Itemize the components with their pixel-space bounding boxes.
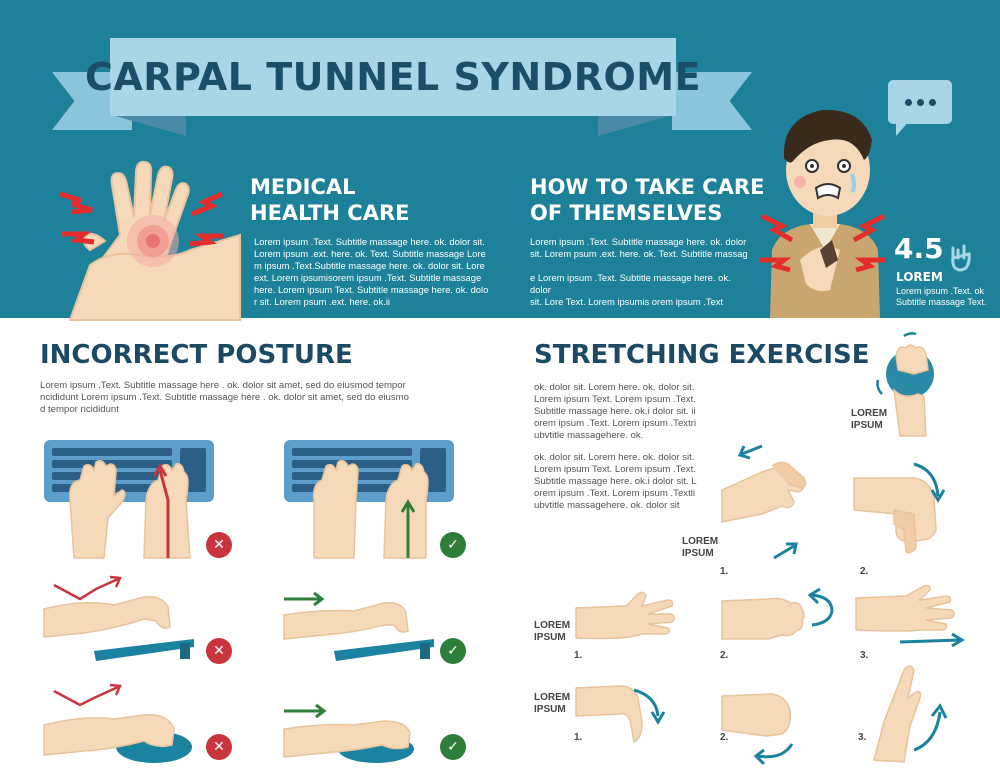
keyboard-wrong-posture	[44, 440, 214, 559]
open-hand-exercise	[575, 591, 675, 640]
pain-spark-icon	[760, 213, 886, 273]
step-number: 1.	[574, 732, 583, 743]
exercise-2-label: LOREM IPSUM	[534, 620, 571, 643]
fingers-spread-exercise	[855, 584, 965, 648]
stretching-body-2: ok. dolor sit. Lorem here. ok. dolor sit…	[534, 452, 697, 511]
mouse-correct-posture	[283, 703, 414, 763]
correct-posture-badge: ✓	[440, 734, 466, 760]
stretching-body-1: ok. dolor sit. Lorem here. ok. dolor sit…	[534, 382, 697, 441]
correct-posture-badge: ✓	[440, 532, 466, 558]
wrist-rest-correct-posture	[283, 591, 434, 661]
mouse-wrong-posture	[43, 683, 192, 763]
posture-body: Lorem ipsum .Text. Subtitle massage here…	[40, 380, 410, 415]
pain-spark-icon	[59, 191, 95, 245]
wrong-posture-badge: ✕	[206, 734, 232, 760]
step-number: 2.	[720, 650, 729, 661]
wrist-rest-wrong-posture	[43, 575, 194, 661]
wrong-posture-badge: ✕	[206, 638, 232, 664]
step-number: 3.	[860, 650, 869, 661]
step-number: 1.	[574, 650, 583, 661]
exercise-3-label: LOREM IPSUM	[534, 692, 571, 715]
step-number: 3.	[858, 732, 867, 743]
medical-heading: MEDICAL HEALTH CARE	[250, 175, 410, 225]
care-heading: HOW TO TAKE CARE OF THEMSELVES	[530, 175, 765, 225]
palm-press-exercise	[721, 444, 807, 560]
posture-heading: INCORRECT POSTURE	[40, 340, 353, 370]
title-ribbon: CARPAL TUNNEL SYNDROME	[85, 38, 701, 116]
stress-ball-label: LOREM IPSUM	[851, 408, 888, 431]
suffering-man-illustration	[770, 109, 880, 318]
wrong-posture-badge: ✕	[206, 532, 232, 558]
care-body: Lorem ipsum .Text. Subtitle massage here…	[530, 236, 748, 307]
step-number: 2.	[720, 732, 729, 743]
speech-bubble-icon	[888, 80, 952, 124]
finger-pull-exercise	[853, 462, 946, 554]
stress-ball-exercise	[876, 332, 934, 437]
fist-exercise	[721, 587, 834, 640]
medical-body: Lorem ipsum .Text. Subtitle massage here…	[254, 236, 489, 307]
keyboard-correct-posture	[284, 440, 454, 559]
stretching-heading: STRETCHING EXERCISE	[534, 340, 870, 370]
painful-wrist-illustration	[68, 160, 241, 321]
wrist-bend-down-exercise	[575, 685, 666, 744]
correct-posture-badge: ✓	[440, 638, 466, 664]
step-number: 1.	[720, 566, 729, 577]
wrist-bend-up-exercise	[873, 665, 948, 763]
stat-text: Lorem ipsum .Text. ok Subtitle massage T…	[896, 286, 987, 307]
stat-value: 4.5	[894, 232, 944, 265]
step-number: 2.	[860, 566, 869, 577]
page-title: CARPAL TUNNEL SYNDROME	[84, 55, 702, 99]
stat-label: LOREM	[896, 270, 943, 284]
pain-spark-icon	[189, 191, 224, 247]
exercise-1-label: LOREM IPSUM	[682, 536, 719, 559]
rock-hand-icon	[951, 244, 971, 272]
fist-down-exercise	[721, 693, 794, 766]
